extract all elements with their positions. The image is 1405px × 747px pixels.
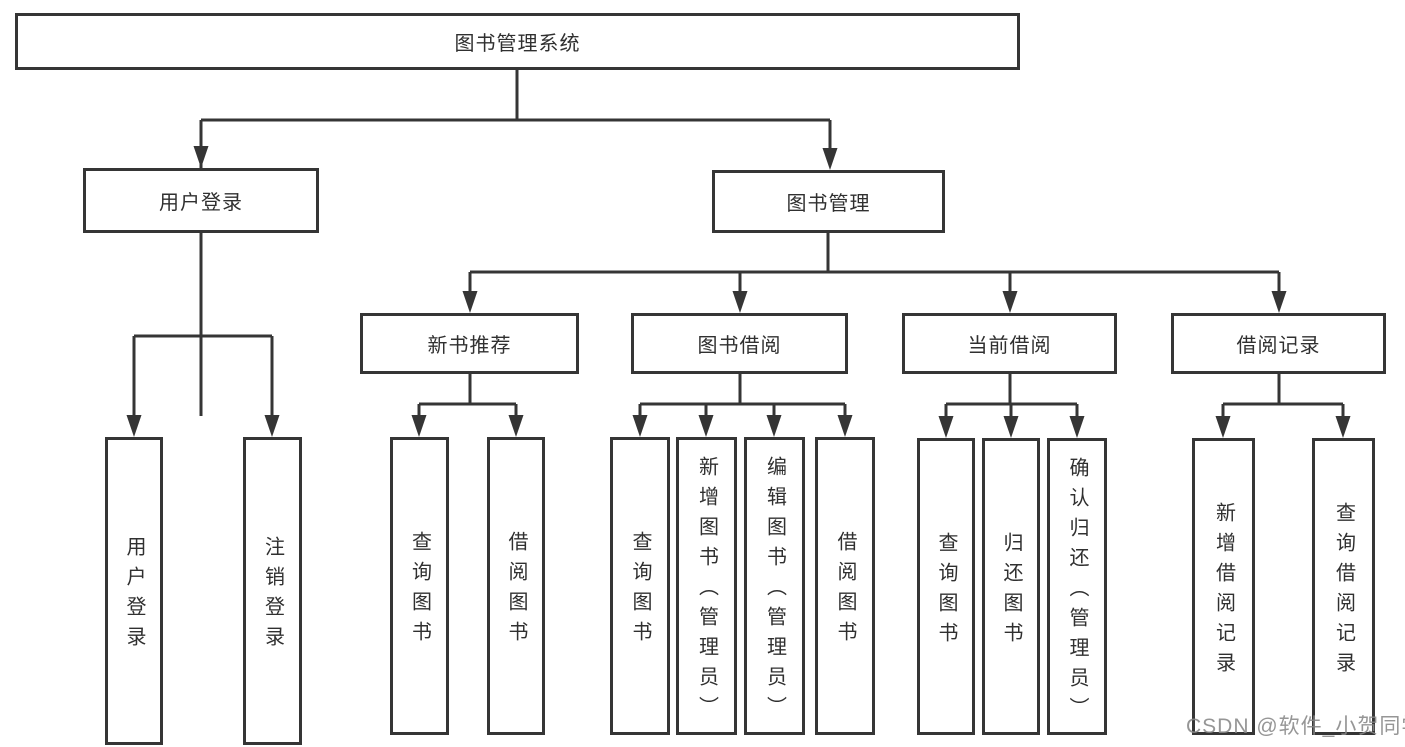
leaf-add-borrow-record: 新增借阅记录 [1192, 438, 1255, 735]
leaf-add-books-admin: 新增图书（管理员） [676, 437, 737, 735]
node-label: 查询图书 [935, 531, 957, 652]
connector-bookmgmt-to-level3 [462, 233, 1287, 313]
node-label: 新书推荐 [427, 335, 512, 357]
arrowhead [462, 291, 478, 313]
connector-record-to-leaves [1215, 374, 1351, 438]
node-label: 借阅图书 [505, 531, 527, 651]
node-label: 查询借阅记录 [1332, 501, 1355, 682]
node-label: 新增图书（管理员） [695, 456, 718, 726]
arrowhead [938, 416, 954, 438]
arrowhead [126, 415, 142, 437]
connector-userlogin-to-leaves [126, 233, 280, 437]
leaf-borrow-books: 借阅图书 [487, 437, 545, 735]
node-label: 查询图书 [408, 531, 431, 651]
csdn-watermark: CSDN @软件_小贺同学 [1186, 715, 1405, 738]
node-label: 用户登录 [159, 192, 243, 214]
arrowhead [1069, 416, 1085, 438]
node-label: 当前借阅 [967, 335, 1052, 357]
arrowhead [837, 415, 853, 437]
arrowhead [264, 415, 280, 437]
node-label: 借阅记录 [1236, 335, 1321, 357]
node-label: 图书借阅 [697, 335, 782, 357]
leaf-query-books: 查询图书 [610, 437, 670, 735]
node-book-borrowing: 图书借阅 [631, 313, 848, 374]
node-label: 图书管理系统 [454, 33, 581, 55]
leaf-confirm-return-admin: 确认归还（管理员） [1047, 438, 1107, 735]
leaf-query-books: 查询图书 [917, 438, 975, 735]
node-borrow-records: 借阅记录 [1171, 313, 1386, 374]
leaf-borrow-books: 借阅图书 [815, 437, 875, 735]
node-label: 新增借阅记录 [1212, 501, 1235, 682]
arrowhead [1002, 291, 1018, 313]
arrowhead [822, 148, 838, 170]
node-label: 用户登录 [123, 536, 145, 656]
connector-newbook-to-leaves [411, 374, 524, 437]
leaf-logout: 注销登录 [243, 437, 302, 745]
arrowhead [632, 415, 648, 437]
arrowhead [411, 415, 427, 437]
leaf-query-books: 查询图书 [390, 437, 449, 735]
arrowhead [1003, 416, 1019, 438]
node-current-borrowing: 当前借阅 [902, 313, 1117, 374]
connector-borrow-to-leaves [632, 374, 853, 437]
arrowhead [1335, 416, 1351, 438]
node-book-management: 图书管理 [712, 170, 945, 233]
node-label: 归还图书 [1000, 531, 1022, 652]
arrowhead [698, 415, 714, 437]
leaf-edit-books-admin: 编辑图书（管理员） [744, 437, 805, 735]
node-label: 借阅图书 [834, 531, 856, 651]
arrowhead [766, 415, 782, 437]
node-label: 编辑图书（管理员） [763, 456, 786, 726]
node-library-system: 图书管理系统 [15, 13, 1020, 70]
leaf-user-login: 用户登录 [105, 437, 163, 745]
node-label: 查询图书 [629, 531, 651, 651]
connector-current-to-leaves [938, 374, 1085, 438]
arrowhead [508, 415, 524, 437]
arrowhead [1271, 291, 1287, 313]
node-label: 确认归还（管理员） [1066, 456, 1088, 727]
arrowhead [193, 146, 209, 168]
leaf-query-borrow-record: 查询借阅记录 [1312, 438, 1375, 735]
node-new-book-recommend: 新书推荐 [360, 313, 579, 374]
node-user-login: 用户登录 [83, 168, 319, 233]
node-label: 图书管理 [786, 193, 871, 215]
node-label: 注销登录 [261, 536, 284, 656]
leaf-return-books: 归还图书 [982, 438, 1040, 735]
arrowhead [1215, 416, 1231, 438]
arrowhead [732, 291, 748, 313]
